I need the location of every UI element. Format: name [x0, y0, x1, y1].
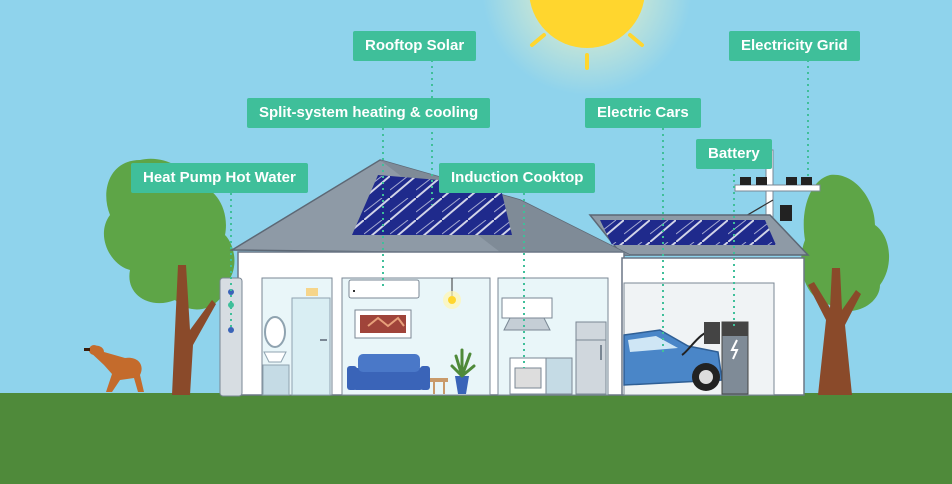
battery-icon [704, 321, 749, 395]
label-battery: Battery [696, 139, 772, 169]
bathroom [262, 288, 331, 396]
heat-pump-tank [219, 277, 243, 397]
leader-lines [230, 60, 809, 368]
ground [0, 393, 952, 484]
label-heat-pump: Heat Pump Hot Water [131, 163, 308, 193]
label-electric-cars: Electric Cars [585, 98, 701, 128]
kitchen [501, 297, 607, 395]
right-tree [801, 174, 890, 395]
living-room [347, 278, 476, 394]
sun-icon [482, 0, 692, 95]
label-rooftop-solar: Rooftop Solar [353, 31, 477, 61]
label-split-system: Split-system heating & cooling [247, 98, 491, 128]
left-tree [103, 158, 235, 395]
garage-roof [588, 214, 810, 256]
label-electricity-grid: Electricity Grid [729, 31, 860, 61]
label-induction-cooktop: Induction Cooktop [439, 163, 596, 193]
dog-icon [84, 345, 144, 392]
electric-car-icon [623, 329, 723, 391]
